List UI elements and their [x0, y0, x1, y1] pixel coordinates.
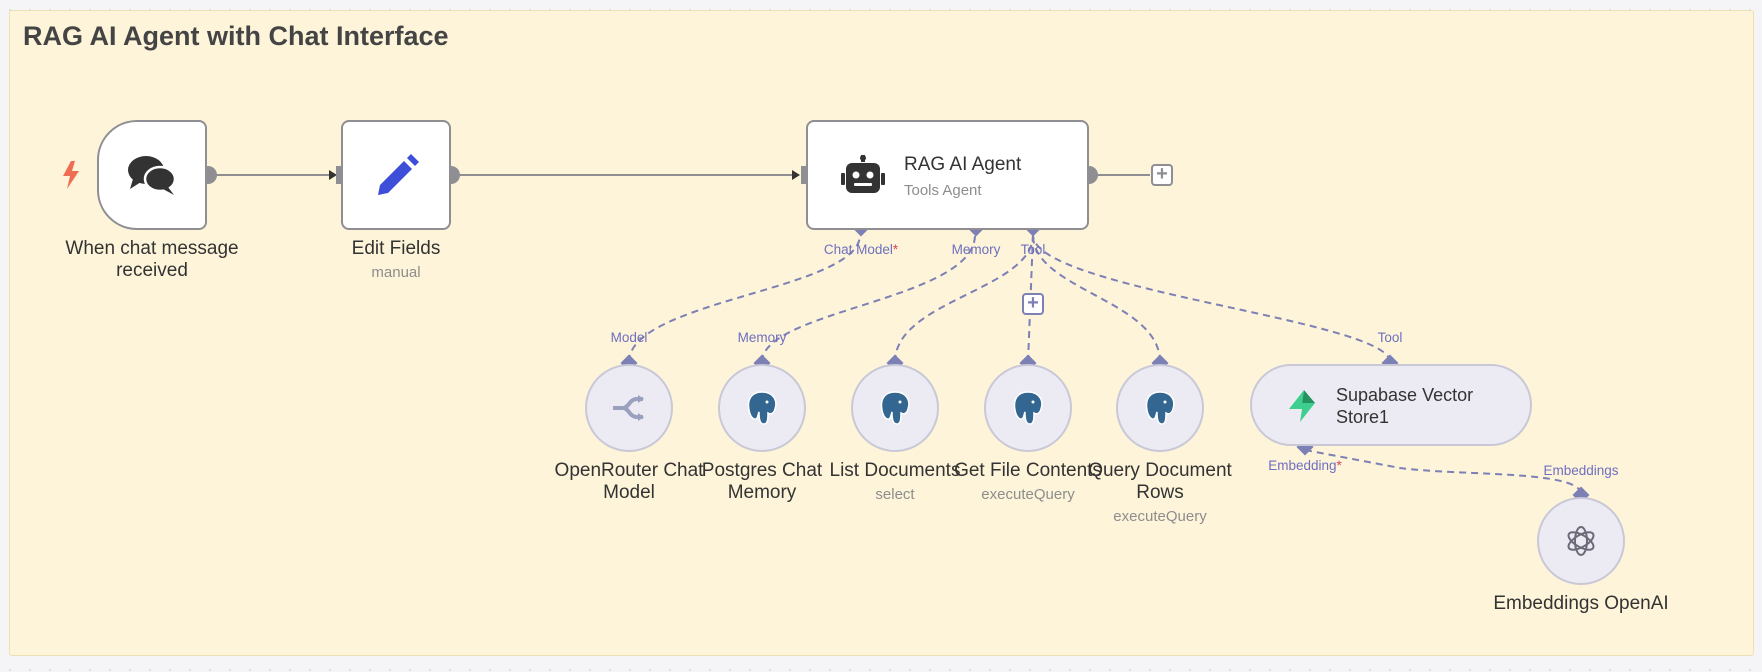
postgres-icon [986, 366, 1070, 450]
arrow-edit-input [329, 170, 337, 180]
agent-sub: Tools Agent [904, 182, 982, 199]
sticky-note[interactable]: RAG AI Agent with Chat Interface [9, 10, 1754, 656]
node-get-file-contents[interactable] [984, 364, 1072, 452]
sub-edit-fields: manual [371, 264, 421, 281]
port-label-chat-model: Chat Model* [823, 242, 899, 257]
label-list-documents: List Documents [829, 460, 961, 481]
wire-tool-list [894, 234, 1034, 363]
port-label-model: Model [610, 330, 648, 345]
wire-model [628, 234, 861, 363]
wire-tool-query [1032, 234, 1161, 363]
wire-tool-supabase [1032, 234, 1391, 363]
sticky-title: RAG AI Agent with Chat Interface [23, 21, 449, 51]
node-edit-fields[interactable] [341, 120, 451, 230]
port-label-embedding: Embedding* [1268, 458, 1342, 473]
pencil-icon [343, 122, 449, 228]
sub-query-document-rows: executeQuery [1113, 508, 1207, 525]
port-label-tool: Tool [1020, 242, 1046, 257]
port-label-memory: Memory [951, 242, 1001, 257]
wire-memory [761, 234, 976, 363]
node-openrouter[interactable] [585, 364, 673, 452]
openrouter-icon [587, 366, 671, 450]
node-rag-agent[interactable]: RAG AI Agent Tools Agent [806, 120, 1089, 230]
node-chat-trigger[interactable] [97, 120, 207, 230]
node-query-document-rows[interactable] [1116, 364, 1204, 452]
chat-bubbles-icon [99, 122, 205, 228]
sub-list-documents: select [875, 486, 915, 503]
lightning-icon [58, 160, 84, 190]
node-list-documents[interactable] [851, 364, 939, 452]
port-label-memory-in: Memory [737, 330, 787, 345]
robot-icon [838, 152, 888, 198]
node-embeddings-openai[interactable] [1537, 497, 1625, 585]
label-get-file-contents: Get File Contents [954, 460, 1102, 481]
node-postgres-memory[interactable] [718, 364, 806, 452]
add-tool-button[interactable]: + [1022, 293, 1044, 315]
postgres-icon [1118, 366, 1202, 450]
edit-input-handle [336, 166, 343, 184]
port-label-tool-in: Tool [1377, 330, 1403, 345]
agent-title: RAG AI Agent [904, 154, 1022, 175]
openai-icon [1539, 499, 1623, 583]
label-embeddings-openai: Embeddings OpenAI [1493, 593, 1669, 614]
postgres-icon [853, 366, 937, 450]
port-label-embeddings-in: Embeddings [1543, 463, 1619, 478]
arrow-agent-input [792, 170, 800, 180]
add-node-button[interactable]: + [1151, 164, 1173, 186]
sub-get-file-contents: executeQuery [981, 486, 1075, 503]
label-edit-fields: Edit Fields [351, 238, 441, 259]
agent-input-handle [801, 166, 808, 184]
wire-embedding [1304, 449, 1582, 495]
postgres-icon [720, 366, 804, 450]
supabase-icon [1282, 386, 1322, 426]
